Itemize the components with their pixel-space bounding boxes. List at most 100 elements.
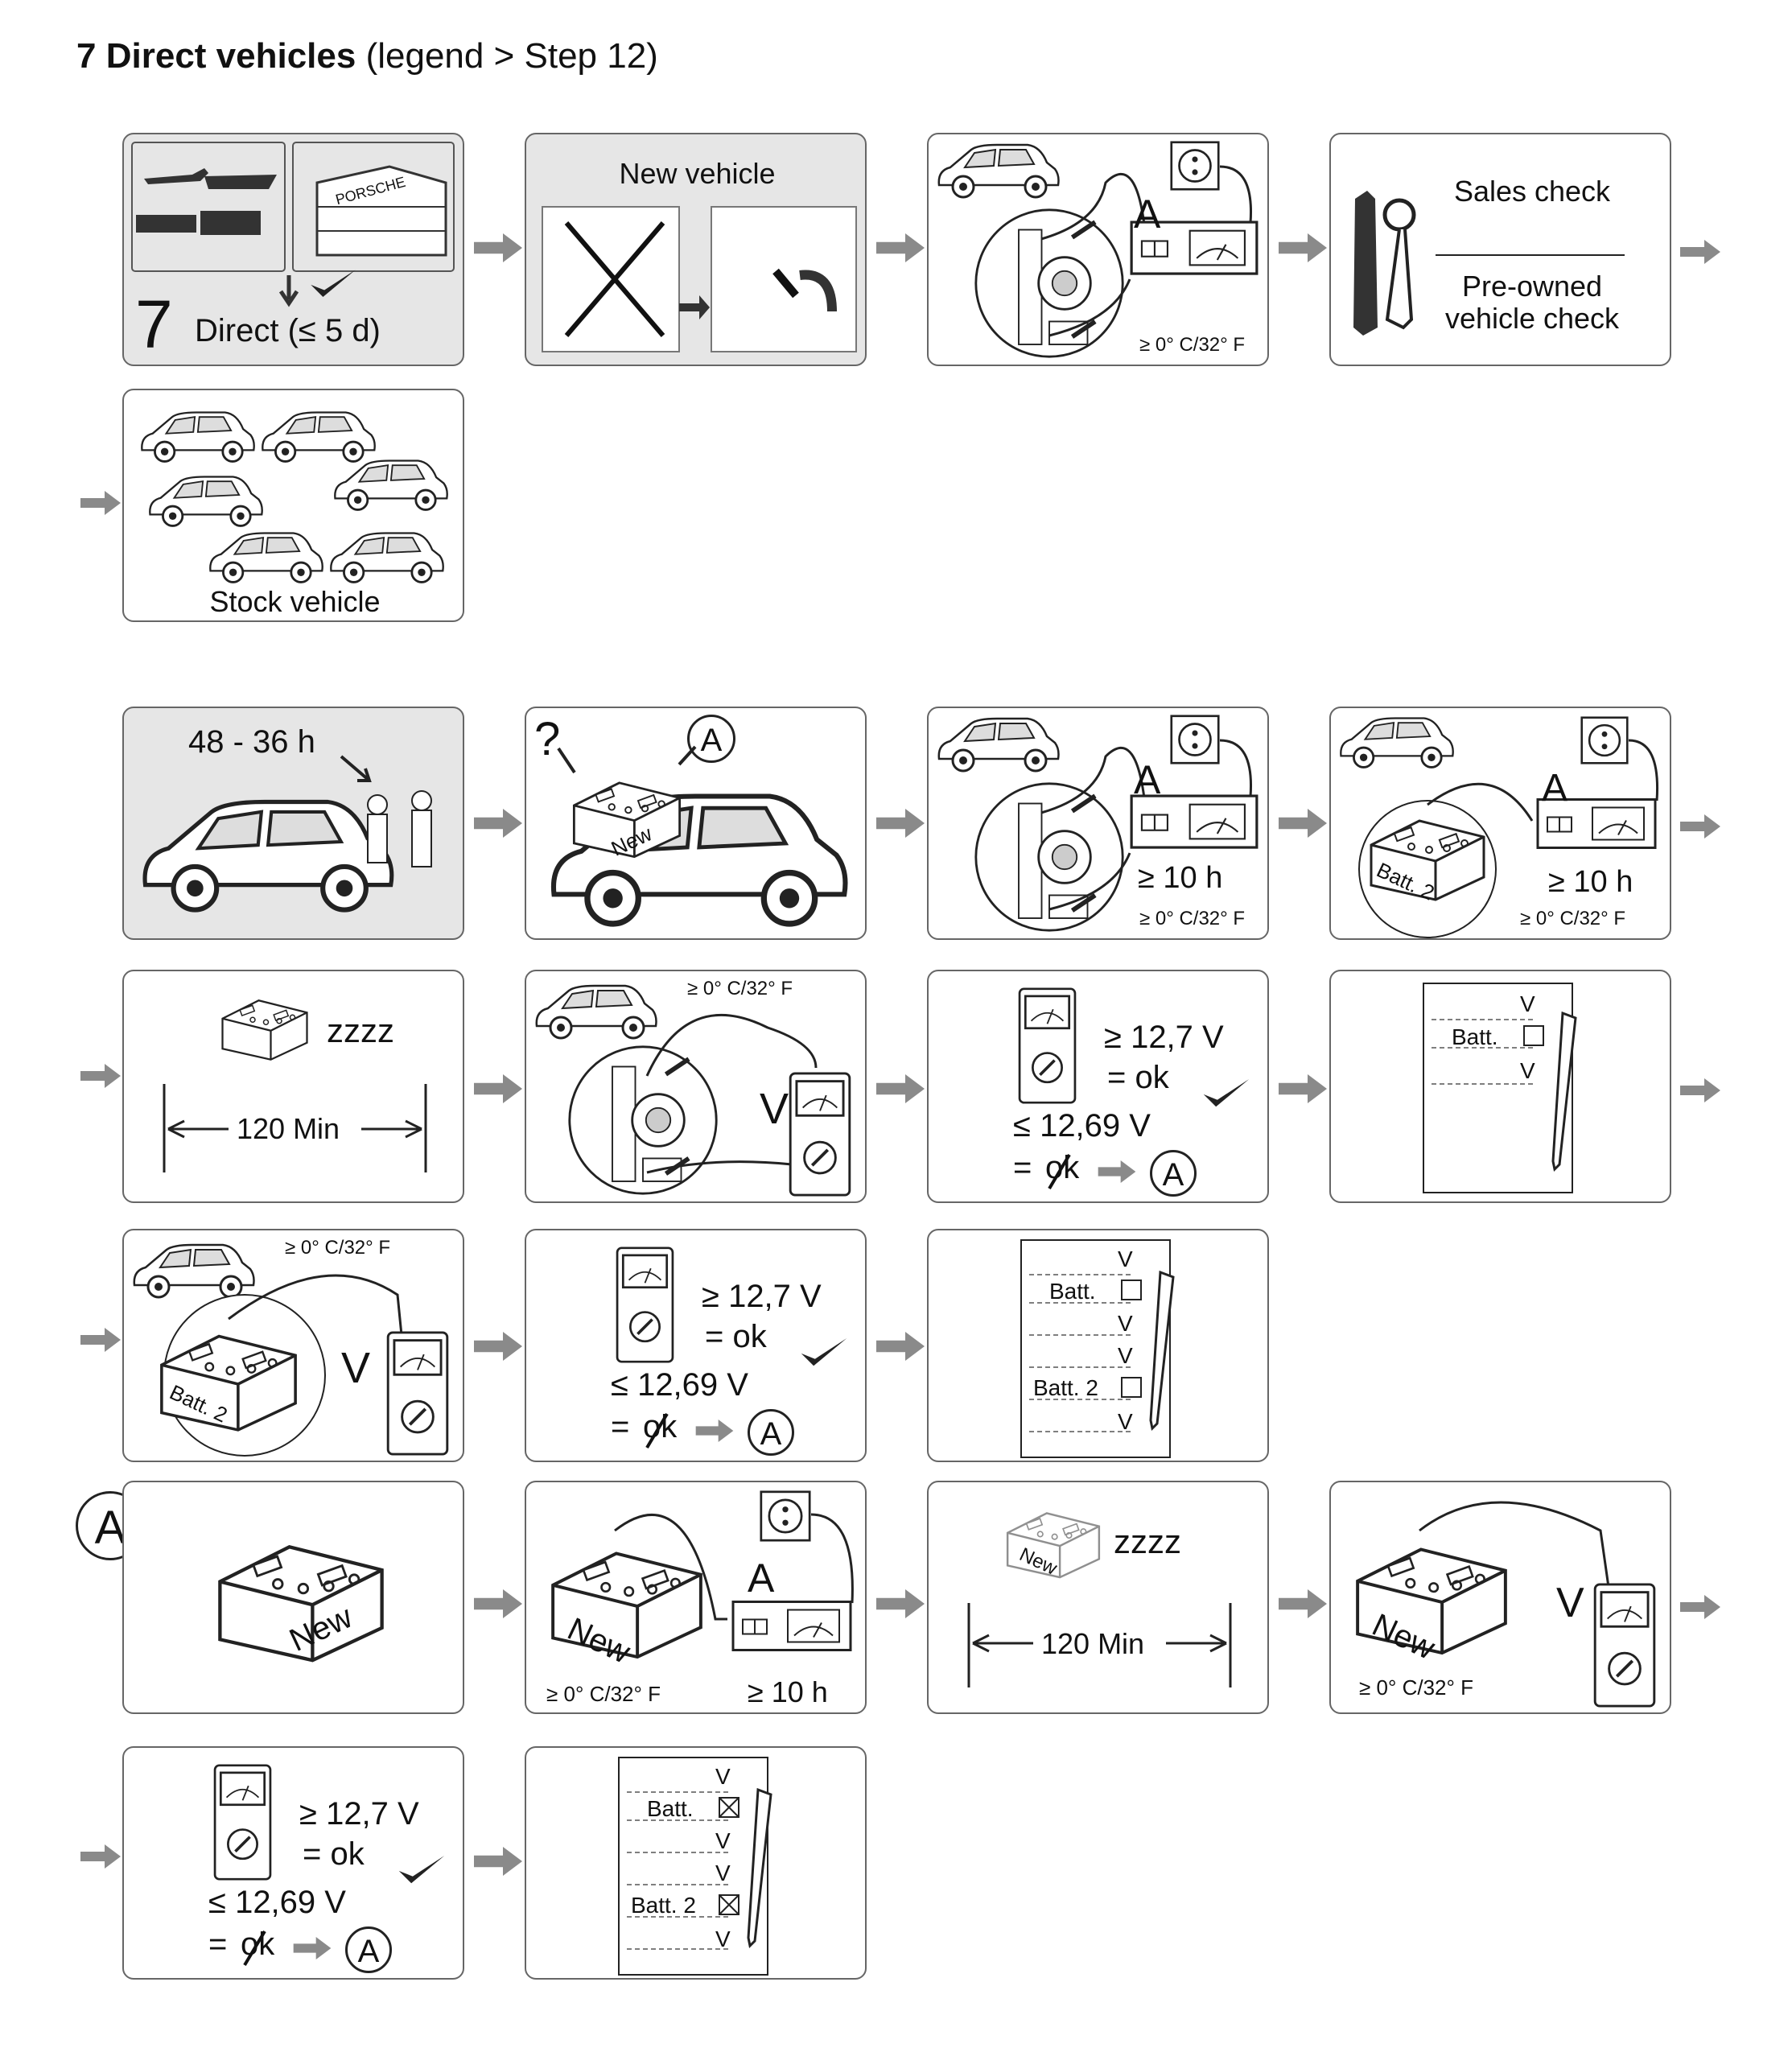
ok-threshold: ≥ 12,7 V	[702, 1279, 822, 1314]
panel-new-battery-check: ? A New	[525, 707, 867, 940]
panel-stock-vehicle: Stock vehicle	[122, 389, 464, 622]
sales-check-label: Sales check	[1453, 175, 1611, 208]
rest-time-label: 120 Min	[1041, 1627, 1145, 1660]
record-v-label: V	[1520, 1058, 1535, 1083]
flow-arrow-icon	[474, 1332, 522, 1361]
record-v-label: V	[1118, 1343, 1133, 1368]
flow-arrow-icon	[1680, 1078, 1720, 1102]
flow-arrow-icon	[876, 1589, 925, 1618]
question-mark: ?	[534, 713, 561, 765]
ok-result: = ok	[705, 1319, 767, 1354]
rest-time-label: 120 Min	[237, 1112, 340, 1145]
record-v-label: V	[1118, 1311, 1133, 1336]
flow-arrow-icon	[80, 491, 121, 515]
section-title: Direct vehicles	[105, 36, 356, 76]
panel-measure-batt2: ≥ 0° C/32° F V Batt. 2	[122, 1229, 464, 1462]
charger-letter: A	[1134, 192, 1161, 237]
panel-measure-new-battery: V New ≥ 0° C/32° F	[1329, 1481, 1671, 1714]
duration-label: ≥ 10 h	[748, 1675, 828, 1708]
flow-arrow-icon	[474, 1074, 522, 1103]
panel-measure-voltage: ≥ 0° C/32° F V	[525, 970, 867, 1203]
record-v-label: V	[715, 1926, 731, 1951]
record-batt-label: Batt.	[1049, 1279, 1096, 1304]
record-v-label: V	[715, 1828, 731, 1853]
record-v-label: V	[1118, 1409, 1133, 1434]
flow-arrow-icon	[80, 1328, 121, 1352]
panel-charge-check: A ≥ 0° C/32° F	[927, 133, 1269, 366]
temp-label: ≥ 0° C/32° F	[546, 1682, 661, 1706]
low-threshold: ≤ 12,69 V	[611, 1367, 748, 1403]
duration-label: ≥ 10 h	[1138, 861, 1223, 895]
flow-arrow-icon	[876, 1332, 925, 1361]
panel-handover-time: 48 - 36 h	[122, 707, 464, 940]
step-number: 7	[135, 286, 173, 362]
voltmeter-letter: V	[341, 1344, 371, 1392]
charger-letter: A	[1134, 757, 1161, 802]
direct-label: Direct (≤ 5 d)	[195, 313, 381, 348]
goto-a-icon: A	[748, 1409, 794, 1456]
temp-label: ≥ 0° C/32° F	[1520, 908, 1626, 929]
panel-new-vehicle: New vehicle	[525, 133, 867, 366]
vehicle-check-label: vehicle check	[1444, 302, 1620, 335]
flow-arrow-icon	[80, 1064, 121, 1088]
panel-charge-batt2: A ≥ 10 h ≥ 0° C/32° F Batt. 2	[1329, 707, 1671, 940]
equals-sign: =	[208, 1926, 228, 1962]
flow-arrow-icon	[80, 1844, 121, 1869]
temp-label: ≥ 0° C/32° F	[1139, 908, 1246, 929]
temp-label: ≥ 0° C/32° F	[1139, 334, 1246, 356]
record-v-label: V	[1520, 991, 1535, 1016]
ok-threshold: ≥ 12,7 V	[299, 1796, 419, 1832]
record-v-label: V	[1118, 1247, 1133, 1271]
goto-a-icon: A	[687, 715, 735, 763]
panel-voltage-result: ≥ 12,7 V = ok ≤ 12,69 V = ok A	[927, 970, 1269, 1203]
ok-threshold: ≥ 12,7 V	[1104, 1020, 1224, 1055]
preowned-label: Pre-owned	[1461, 270, 1603, 303]
record-batt-label: Batt.	[1452, 1024, 1498, 1049]
voltmeter-letter: V	[760, 1085, 789, 1133]
marker-a-icon: A	[76, 1491, 145, 1560]
flow-arrow-icon	[1279, 809, 1327, 838]
temp-label: ≥ 0° C/32° F	[687, 978, 793, 999]
flow-arrow-icon	[876, 1074, 925, 1103]
flow-arrow-icon	[1279, 233, 1327, 262]
flow-arrow-icon	[474, 1847, 522, 1876]
section-subtitle: (legend > Step 12)	[365, 36, 658, 76]
flow-arrow-icon	[1279, 1589, 1327, 1618]
sleep-label: zzzz	[1114, 1523, 1181, 1560]
low-threshold: ≤ 12,69 V	[208, 1885, 346, 1920]
temp-label: ≥ 0° C/32° F	[1359, 1675, 1473, 1700]
sleep-label: zzzz	[327, 1012, 394, 1049]
flow-arrow-icon	[474, 1589, 522, 1618]
stock-vehicle-label: Stock vehicle	[209, 585, 381, 618]
panel-new-battery: New	[122, 1481, 464, 1714]
ok-crossed: ok	[1045, 1150, 1080, 1185]
record-batt-label: Batt.	[647, 1796, 694, 1821]
panel-rest-120: zzzz 120 Min	[122, 970, 464, 1203]
record-v-label: V	[715, 1861, 731, 1885]
duration-label: ≥ 10 h	[1548, 865, 1633, 899]
charger-letter: A	[748, 1556, 775, 1601]
record-v-label: V	[715, 1764, 731, 1789]
panel-charge-10h: A ≥ 10 h ≥ 0° C/32° F	[927, 707, 1269, 940]
panel-rest-new-battery: zzzz 120 Min New	[927, 1481, 1269, 1714]
panel-voltage-result-3: ≥ 12,7 V = ok ≤ 12,69 V = ok A	[122, 1746, 464, 1980]
flow-arrow-icon	[1680, 1595, 1720, 1619]
panel-direct: PORSCHE 7 Direct (≤ 5 d)	[122, 133, 464, 366]
charger-letter: A	[1542, 767, 1568, 810]
voltmeter-letter: V	[1556, 1580, 1584, 1626]
flow-arrow-icon	[876, 233, 925, 262]
panel-record-batt: V Batt. V	[1329, 970, 1671, 1203]
page-title: 7 Direct vehicles (legend > Step 12)	[76, 36, 658, 76]
flow-arrow-icon	[1680, 814, 1720, 839]
ok-crossed: ok	[241, 1926, 275, 1962]
ok-crossed: ok	[643, 1409, 678, 1444]
ok-result: = ok	[1107, 1060, 1169, 1095]
flow-arrow-icon	[876, 809, 925, 838]
panel-record-batt2: V Batt. V V Batt. 2 V	[927, 1229, 1269, 1462]
time-label: 48 - 36 h	[188, 724, 315, 760]
flow-arrow-icon	[1279, 1074, 1327, 1103]
new-vehicle-label: New vehicle	[619, 157, 776, 190]
section-number: 7	[76, 36, 97, 76]
goto-a-icon: A	[1150, 1150, 1197, 1197]
flow-arrow-icon	[1680, 240, 1720, 264]
